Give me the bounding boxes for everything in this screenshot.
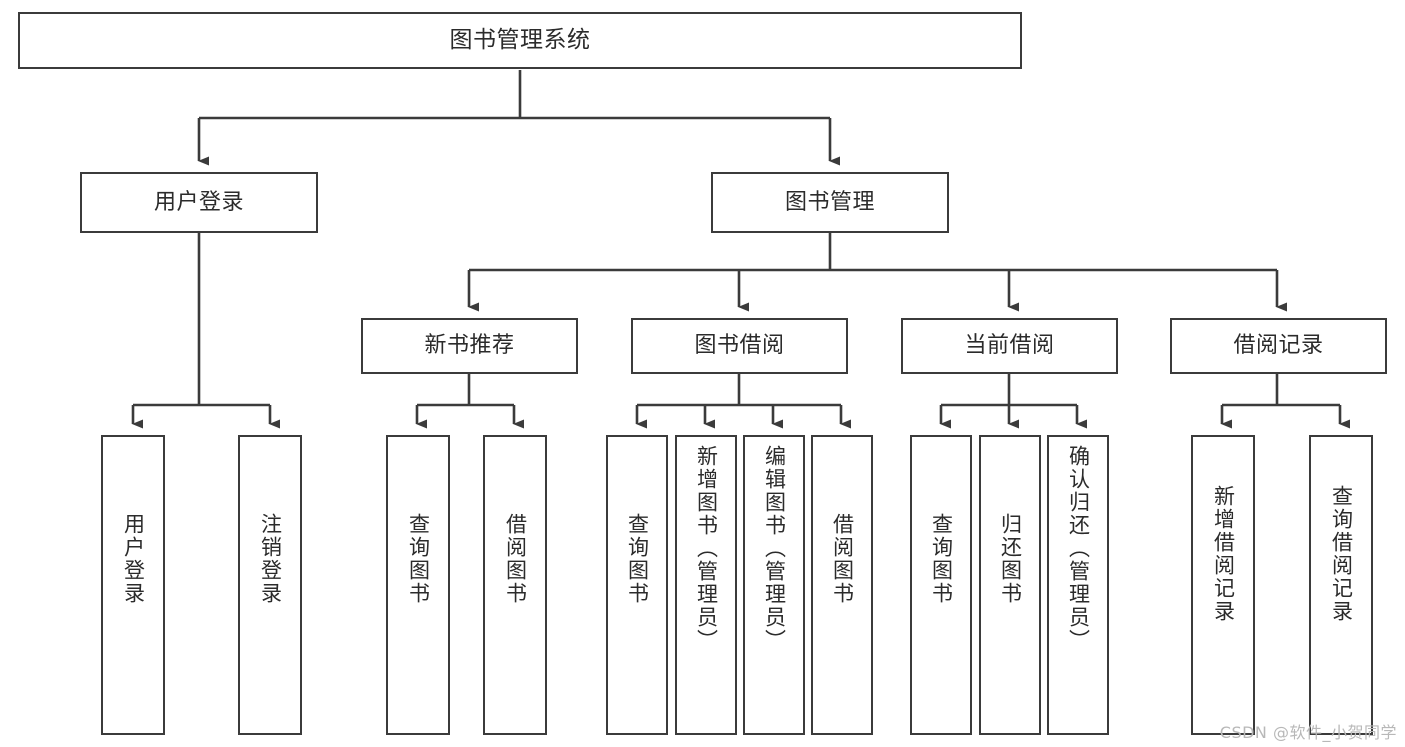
leaf-query-borrow-record[interactable]: 查询借阅记录 [1309, 435, 1373, 735]
leaf-logout-login[interactable]: 注销登录 [238, 435, 302, 735]
leaf-borrow-book-recommend[interactable]: 借阅图书 [483, 435, 547, 735]
node-label: 图书借阅 [694, 333, 785, 359]
node-label: 新书推荐 [424, 333, 515, 359]
node-user-login[interactable]: 用户登录 [80, 172, 318, 233]
leaf-add-book-admin[interactable]: 新增图书（管理员） [675, 435, 737, 735]
node-label: 查询借阅记录 [1329, 485, 1354, 623]
node-label: 查询图书 [625, 513, 650, 605]
leaf-borrow-book[interactable]: 借阅图书 [811, 435, 873, 735]
node-label: 借阅记录 [1233, 333, 1324, 359]
node-label: 查询图书 [406, 513, 431, 605]
node-label: 编辑图书（管理员） [762, 445, 787, 652]
node-label: 借阅图书 [503, 513, 528, 605]
node-label: 新增图书（管理员） [694, 445, 719, 652]
node-label: 确认归还（管理员） [1066, 445, 1091, 652]
node-label: 用户登录 [153, 189, 244, 215]
leaf-edit-book-admin[interactable]: 编辑图书（管理员） [743, 435, 805, 735]
node-label: 图书管理 [784, 189, 875, 215]
node-new-book-recommend[interactable]: 新书推荐 [361, 318, 578, 374]
node-label: 归还图书 [998, 513, 1023, 605]
node-label: 注销登录 [258, 513, 283, 605]
leaf-query-book-current[interactable]: 查询图书 [910, 435, 972, 735]
leaf-confirm-return-admin[interactable]: 确认归还（管理员） [1047, 435, 1109, 735]
node-borrow-record[interactable]: 借阅记录 [1170, 318, 1387, 374]
node-current-borrow[interactable]: 当前借阅 [901, 318, 1118, 374]
node-label: 借阅图书 [830, 513, 855, 605]
node-book-management[interactable]: 图书管理 [711, 172, 949, 233]
leaf-add-borrow-record[interactable]: 新增借阅记录 [1191, 435, 1255, 735]
leaf-user-login[interactable]: 用户登录 [101, 435, 165, 735]
leaf-query-book-recommend[interactable]: 查询图书 [386, 435, 450, 735]
node-label: 用户登录 [121, 513, 146, 605]
node-label: 查询图书 [929, 513, 954, 605]
leaf-return-book[interactable]: 归还图书 [979, 435, 1041, 735]
leaf-query-book-borrow[interactable]: 查询图书 [606, 435, 668, 735]
node-root-system[interactable]: 图书管理系统 [18, 12, 1022, 69]
node-label: 图书管理系统 [449, 26, 591, 53]
node-book-borrow[interactable]: 图书借阅 [631, 318, 848, 374]
node-label: 当前借阅 [964, 333, 1055, 359]
node-label: 新增借阅记录 [1211, 485, 1236, 623]
